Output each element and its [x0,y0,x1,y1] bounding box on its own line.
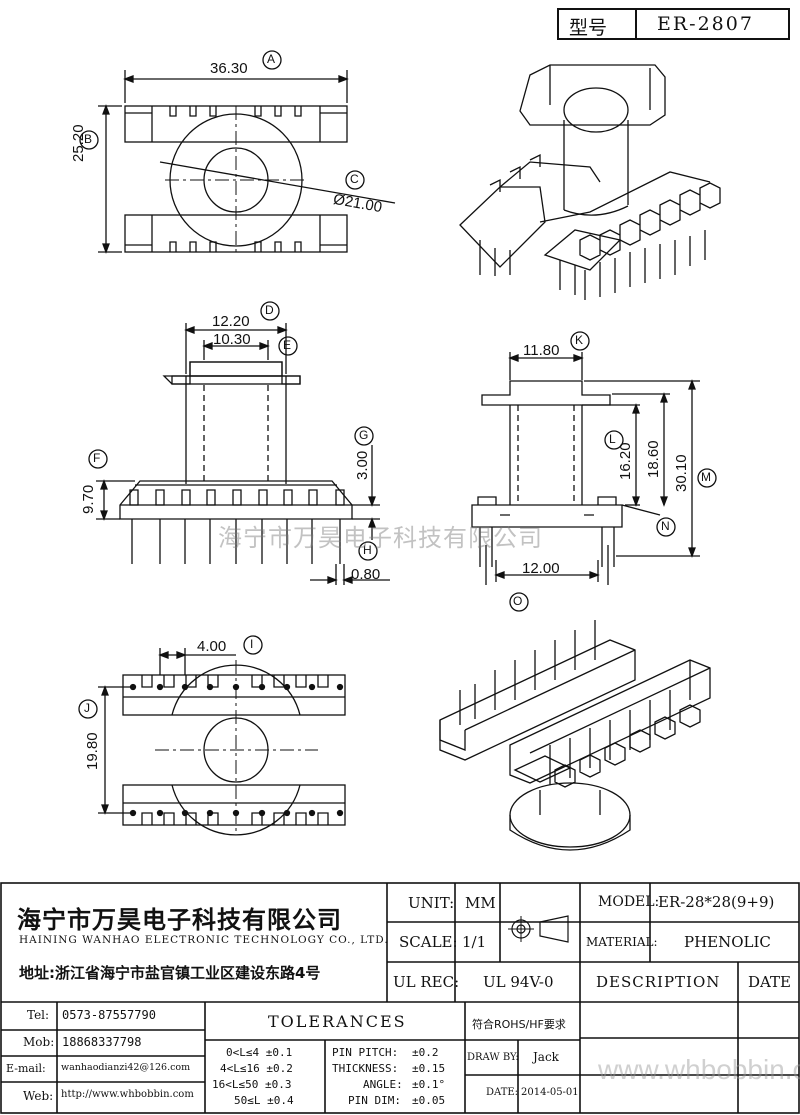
dim-l-value: 16.20 [617,442,634,480]
pin-pitch-label: PIN PITCH: [332,1046,399,1059]
company-address: 地址:浙江省海宁市盐官镇工业区建设东路4号 [19,964,321,982]
dim-k-value: 11.80 [523,342,560,359]
dim-g-value: 3.00 [354,450,371,480]
side-view [471,331,717,612]
dim-b-letter: B [84,132,93,146]
bottom-view [78,635,346,836]
tel-label: Tel: [27,1008,50,1022]
dim-m-letter: M [701,470,711,484]
tolerances-title: TOLERANCES [268,1012,407,1031]
iso-view-bottom [439,620,711,851]
dim-i-value: 4.00 [197,638,227,655]
dim-f-letter: F [93,451,101,465]
dim-m-value: 30.10 [673,454,690,492]
dim-l-letter: L [609,432,616,446]
model-label: MODEL: [598,894,660,910]
dim-n-value: 12.00 [522,560,560,577]
front-view [88,301,390,585]
dim-e-value: 10.30 [213,331,251,348]
angle-value: ±0.1° [412,1078,446,1091]
site-watermark: www.whbobbin.com [598,1054,800,1085]
company-box: 海宁市万昊电子科技有限公司 HAINING WANHAO ELECTRONIC … [5,890,388,996]
email-value: wanhaodianzi42@126.com [61,1062,191,1073]
dim-j-letter: J [84,701,90,715]
dim-f-value: 9.70 [80,484,97,514]
company-watermark: 海宁市万昊电子科技有限公司 [218,524,543,552]
thickness-value: ±0.15 [412,1062,446,1075]
company-name-cn: 海宁市万昊电子科技有限公司 [17,906,342,934]
model-box-divider [635,10,637,38]
title-block [0,882,800,1114]
model-box: 型号 ER-2807 [557,8,790,40]
dim-a-value: 36.30 [210,60,248,77]
dim-j-value: 19.80 [84,732,101,770]
date-label: DATE [748,973,791,991]
angle-label: ANGLE: [363,1078,403,1091]
pin-dim-value: ±0.05 [412,1094,446,1107]
dim-h-letter: H [363,543,372,557]
dim-l2-value: 18.60 [645,440,662,478]
tol-row-1: 0<L≤4 ±0.1 [226,1046,293,1059]
tel-value: 0573-87557790 [62,1008,156,1022]
dim-k-letter: K [575,333,584,347]
date-value: 2014-05-01 [521,1087,579,1098]
thickness-label: THICKNESS: [332,1062,399,1075]
web-label: Web: [23,1089,54,1103]
web-value: http://www.whbobbin.com [61,1089,194,1100]
draw-by-value: Jack [533,1050,559,1064]
dim-e-letter: E [283,338,292,352]
rohs-note: 符合ROHS/HF要求 [472,1018,566,1031]
unit-label: UNIT: [408,894,455,912]
model-value: ER-28*28(9+9) [658,893,775,911]
description-label: DESCRIPTION [596,973,721,991]
dim-c-letter: C [350,172,359,186]
dim-n-letter: N [661,519,670,533]
iso-view-top [459,64,721,300]
model-box-label: 型号 [569,17,608,39]
tol-row-2: 4<L≤16 ±0.2 [220,1062,293,1075]
dim-h-value: 0.80 [351,566,381,583]
mob-label: Mob: [23,1035,55,1049]
scale-value: 1/1 [462,933,487,951]
material-label: MATERIAL: [586,935,658,949]
pin-pitch-value: ±0.2 [412,1046,439,1059]
tol-row-3: 16<L≤50 ±0.3 [212,1078,292,1091]
dim-o-letter: O [513,594,523,608]
dim-i-letter: I [250,637,254,651]
scale-label: SCALE: [399,933,458,951]
date-label-2: DATE: [486,1087,519,1098]
company-name-en: HAINING WANHAO ELECTRONIC TECHNOLOGY CO.… [19,934,389,946]
top-view [79,50,396,254]
dim-a-letter: A [267,52,276,66]
tol-row-4: 50≤L ±0.4 [234,1094,294,1107]
mob-value: 18868337798 [62,1035,142,1049]
ulrec-value: UL 94V-0 [483,973,554,991]
dim-d-letter: D [265,303,274,317]
ulrec-label: UL REC: [393,973,460,991]
unit-value: MM [465,894,496,912]
email-label: E-mail: [6,1062,46,1075]
model-box-value: ER-2807 [657,13,754,35]
draw-by-label: DRAW BY: [467,1052,519,1063]
material-value: PHENOLIC [684,933,771,951]
pin-dim-label: PIN DIM: [348,1094,401,1107]
dim-g-letter: G [359,428,369,442]
dim-d-value: 12.20 [212,313,250,330]
